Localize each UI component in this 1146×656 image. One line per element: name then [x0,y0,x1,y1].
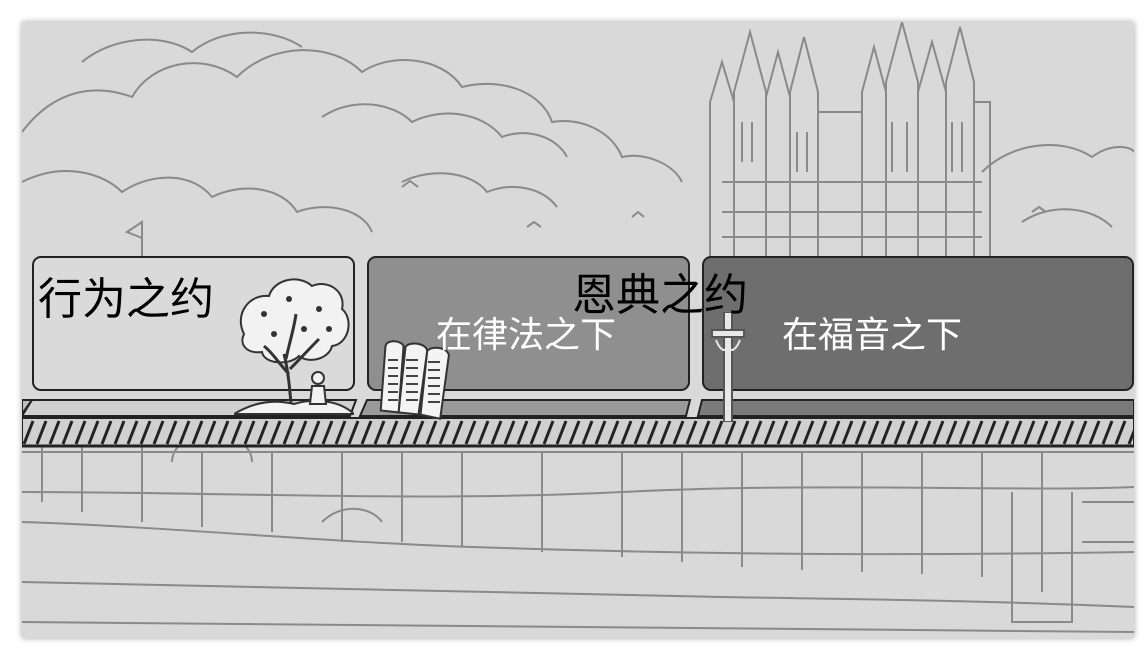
stone-tablets-icon [379,340,450,420]
covenant-of-works-panel [32,256,355,391]
under-gospel-panel [702,256,1134,391]
slide-canvas: 行为之约 恩典之约 在律法之下 在福音之下 [22,22,1134,638]
background-illustration [22,22,1134,633]
under-gospel-label: 在福音之下 [782,315,963,356]
covenant-of-grace-label: 恩典之约 [572,270,748,321]
tree-and-man-icon [234,278,354,415]
under-law-label: 在律法之下 [436,315,617,356]
covenant-of-works-label: 行为之约 [38,274,214,325]
cross-icon [711,312,745,422]
